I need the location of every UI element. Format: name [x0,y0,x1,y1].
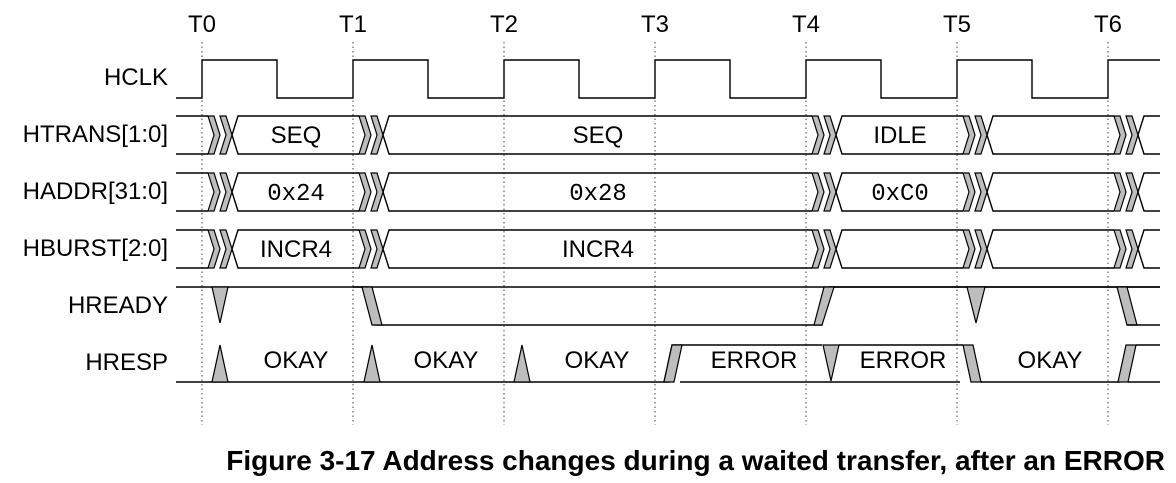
time-label-t0: T0 [188,11,216,38]
hresp-value-0: OKAY [264,347,329,374]
signal-name-hready: HREADY [68,292,168,319]
hready-waveform [176,286,1160,326]
htrans-value-2: IDLE [873,122,926,149]
hresp-value-2: OKAY [565,347,630,374]
time-label-t4: T4 [792,11,820,38]
htrans-value-1: SEQ [573,122,624,149]
hclk-waveform [176,59,1160,99]
hburst-waveform [176,229,1160,269]
time-labels: T0 T1 T2 T3 T4 T5 T6 [188,11,1122,38]
haddr-waveform [176,172,1160,212]
htrans-waveform [176,115,1160,155]
hburst-value-1: INCR4 [562,236,634,263]
haddr-value-0: 0x24 [267,181,325,208]
time-label-t2: T2 [490,11,518,38]
figure-caption: Figure 3-17 Address changes during a wai… [226,445,1165,476]
hresp-value-4: ERROR [860,347,947,374]
time-label-t5: T5 [943,11,971,38]
hresp-value-3: ERROR [711,347,798,374]
htrans-value-0: SEQ [271,122,322,149]
hburst-value-0: INCR4 [260,236,332,263]
signal-name-hresp: HRESP [85,349,168,376]
signal-name-haddr: HADDR[31:0] [23,178,168,205]
hresp-waveform [176,344,1160,383]
hresp-value-1: OKAY [414,347,479,374]
signal-name-hclk: HCLK [104,64,168,91]
signal-name-htrans: HTRANS[1:0] [23,121,168,148]
time-label-t3: T3 [641,11,669,38]
signal-names: HCLK HTRANS[1:0] HADDR[31:0] HBURST[2:0]… [23,64,168,376]
time-label-t6: T6 [1094,11,1122,38]
hresp-value-5: OKAY [1018,347,1083,374]
haddr-value-1: 0x28 [569,181,627,208]
haddr-value-2: 0xC0 [871,181,929,208]
signal-name-hburst: HBURST[2:0] [23,235,168,262]
time-grid [201,42,1109,425]
time-label-t1: T1 [339,11,367,38]
